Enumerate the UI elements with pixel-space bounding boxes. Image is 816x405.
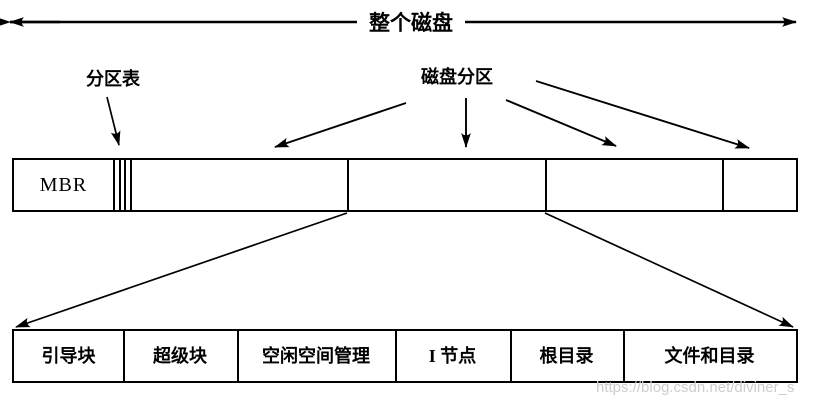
fs-cell-inodes: I 节点 — [428, 346, 477, 366]
partition-table-stripe-line-1 — [113, 160, 115, 210]
fs-cell-free-space-mgmt: 空闲空间管理 — [262, 346, 370, 366]
filesystem-bar: 引导块 超级块 空闲空间管理 I 节点 根目录 文件和目录 — [12, 329, 798, 383]
partition-table-stripe-line-4 — [130, 160, 132, 210]
partition-table-label: 分区表 — [86, 69, 140, 89]
fs-divider-1 — [123, 331, 125, 381]
partition-table-stripe-line-3 — [124, 160, 126, 210]
partition-divider-3 — [722, 160, 724, 210]
whole-disk-label: 整个磁盘 — [357, 7, 465, 37]
mbr-cell-label: MBR — [39, 174, 88, 196]
disk-partition-arrow-3 — [505, 99, 617, 147]
fs-divider-5 — [623, 331, 625, 381]
disk-partition-arrow-4 — [535, 80, 750, 149]
fs-divider-4 — [510, 331, 512, 381]
expand-line-right — [544, 212, 794, 328]
disk-partition-label: 磁盘分区 — [421, 67, 493, 87]
partition-table-stripe-line-2 — [119, 160, 121, 210]
fs-cell-boot-block: 引导块 — [41, 346, 96, 366]
partition-divider-2 — [545, 160, 547, 210]
fs-divider-3 — [395, 331, 397, 381]
disk-bar: MBR — [12, 158, 798, 212]
fs-cell-files-and-dirs: 文件和目录 — [664, 346, 755, 366]
disk-partition-arrow-1 — [274, 102, 407, 148]
fs-cell-superblock: 超级块 — [153, 346, 207, 366]
watermark-text: https://blog.csdn.net/diviner_s — [596, 379, 795, 396]
fs-divider-2 — [237, 331, 239, 381]
fs-cell-root-dir: 根目录 — [539, 346, 594, 366]
partition-table-arrow — [106, 96, 121, 146]
expand-line-left — [15, 212, 348, 328]
partition-divider-1 — [347, 160, 349, 210]
